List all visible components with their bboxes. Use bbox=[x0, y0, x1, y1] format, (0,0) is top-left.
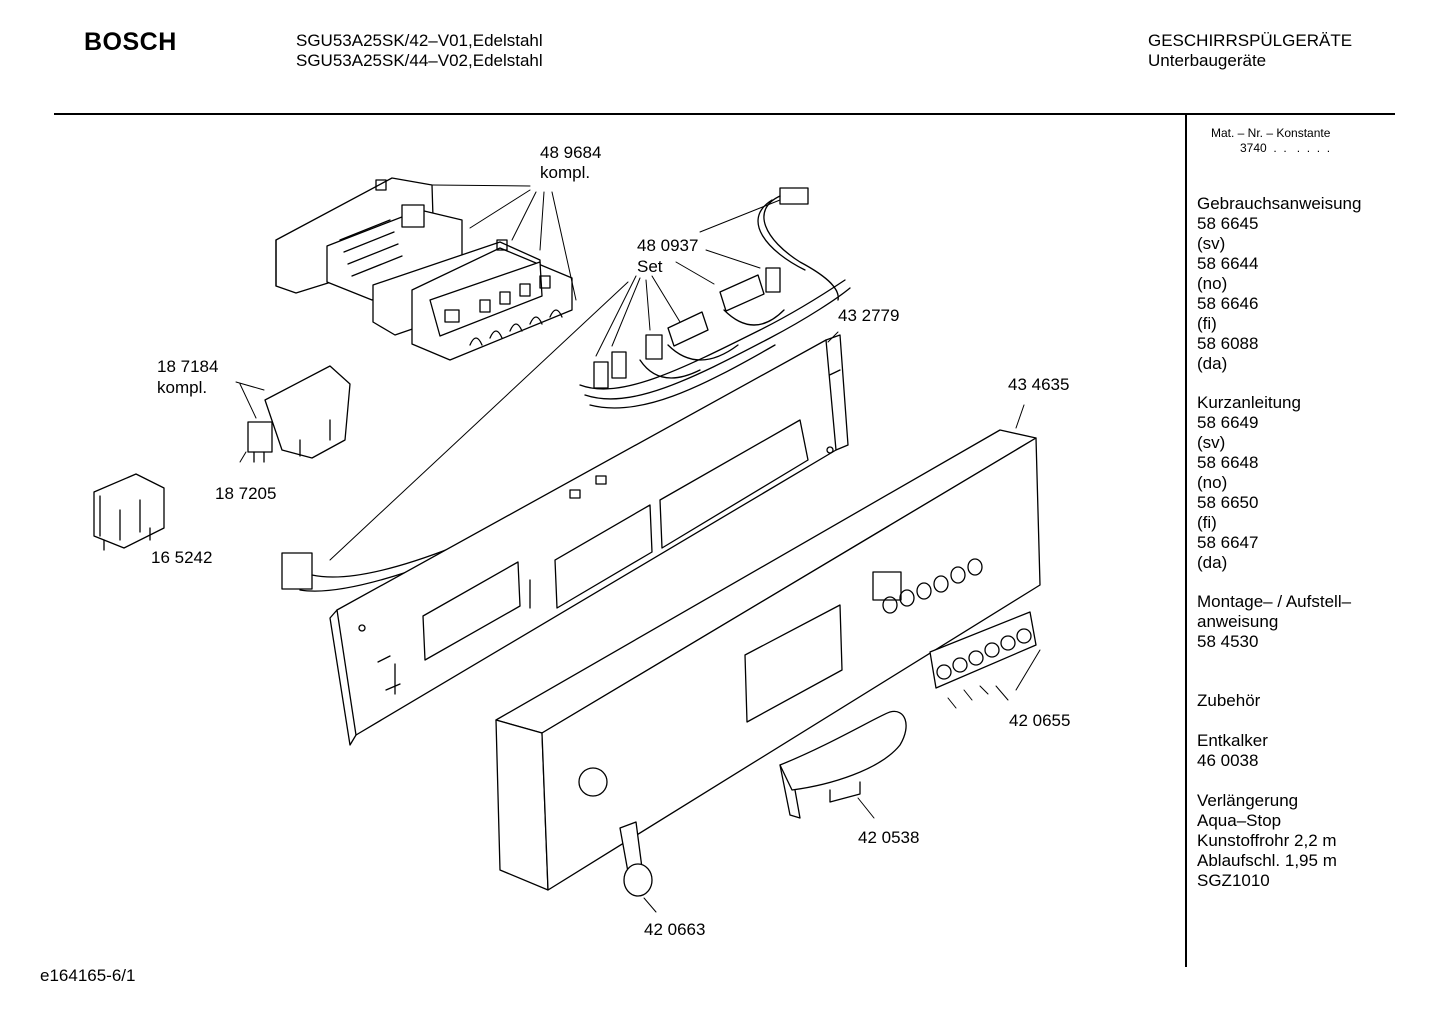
sidebar-line: 46 0038 bbox=[1197, 751, 1259, 770]
sidebar-line: Kurzanleitung bbox=[1197, 393, 1301, 412]
sidebar-line: Entkalker bbox=[1197, 731, 1268, 750]
part-number-434635: 43 4635 bbox=[1008, 375, 1070, 394]
exploded-parts-diagram bbox=[93, 177, 1041, 913]
sidebar-line: Aqua–Stop bbox=[1197, 811, 1282, 830]
sidebar-line: Zubehör bbox=[1197, 691, 1261, 710]
sidebar-line: (no) bbox=[1197, 473, 1228, 492]
part-number-420538: 42 0538 bbox=[858, 828, 920, 847]
sidebar-section-quickguide: Kurzanleitung 58 6649 (sv) 58 6648 (no) … bbox=[1197, 393, 1301, 573]
sidebar-line: Gebrauchsanweisung bbox=[1197, 194, 1362, 213]
button-strip-drawing bbox=[929, 611, 1037, 689]
part-number-187205: 18 7205 bbox=[215, 484, 277, 503]
switch-drawing bbox=[93, 473, 165, 551]
sidebar-line: anweisung bbox=[1197, 612, 1279, 631]
part-note-187184: kompl. bbox=[157, 378, 208, 397]
sidebar-line: 58 6646 bbox=[1197, 294, 1259, 313]
sidebar-line: 58 6088 bbox=[1197, 334, 1259, 353]
sidebar-section-extension: Verlängerung Aqua–Stop Kunstoffrohr 2,2 … bbox=[1197, 791, 1337, 891]
door-handle-drawing bbox=[779, 710, 907, 819]
sidebar-line: (sv) bbox=[1197, 234, 1226, 253]
sidebar-section-accessories: Zubehör bbox=[1197, 691, 1260, 711]
header-divider bbox=[54, 113, 1395, 115]
front-panel-drawing bbox=[495, 429, 1041, 891]
sidebar-line: Verlängerung bbox=[1197, 791, 1299, 810]
part-number-420663: 42 0663 bbox=[644, 920, 706, 939]
sidebar-line: Montage– / Aufstell– bbox=[1197, 592, 1352, 611]
knob-drawing bbox=[619, 821, 653, 897]
panel-frame-drawing bbox=[329, 334, 849, 746]
sidebar-line: 58 6648 bbox=[1197, 453, 1259, 472]
sidebar-section-installation: Montage– / Aufstell– anweisung 58 4530 bbox=[1197, 592, 1351, 652]
part-number-489684: 48 9684 bbox=[540, 143, 602, 162]
sidebar-line: 58 4530 bbox=[1197, 632, 1259, 651]
part-number-480937: 48 0937 bbox=[637, 236, 699, 255]
sidebar-line: Ablaufschl. 1,95 m bbox=[1197, 851, 1337, 870]
sidebar-line: 58 6650 bbox=[1197, 493, 1259, 512]
model-line-2: SGU53A25SK/44–V02,Edelstahl bbox=[296, 51, 543, 70]
part-number-187184: 18 7184 bbox=[157, 357, 219, 376]
sidebar-line: (no) bbox=[1197, 274, 1228, 293]
leader-lines bbox=[235, 184, 1041, 913]
document-code: e164165-6/1 bbox=[40, 966, 136, 985]
sidebar-line: 58 6644 bbox=[1197, 254, 1259, 273]
sidebar-line: Kunstoffrohr 2,2 m bbox=[1197, 831, 1337, 850]
sidebar-line: SGZ1010 bbox=[1197, 871, 1270, 890]
sidebar-line: 58 6647 bbox=[1197, 533, 1259, 552]
model-line-1: SGU53A25SK/42–V01,Edelstahl bbox=[296, 31, 543, 50]
sidebar-line: (da) bbox=[1197, 553, 1228, 572]
brand-logo: BOSCH bbox=[84, 28, 177, 56]
part-note-489684: kompl. bbox=[540, 163, 591, 182]
sidebar-section-descaler: Entkalker 46 0038 bbox=[1197, 731, 1268, 771]
sidebar-section-manual: Gebrauchsanweisung 58 6645 (sv) 58 6644 … bbox=[1197, 194, 1361, 374]
control-module-drawing bbox=[275, 177, 573, 361]
sidebar-line: 58 6645 bbox=[1197, 214, 1259, 233]
mat-nr-value: 3740 . . . . . . bbox=[1240, 141, 1331, 155]
category-title: GESCHIRRSPÜLGERÄTE bbox=[1148, 31, 1353, 50]
sidebar-divider bbox=[1185, 114, 1187, 967]
part-number-432779: 43 2779 bbox=[838, 306, 900, 325]
sidebar-line: 58 6649 bbox=[1197, 413, 1259, 432]
mat-nr-label: Mat. – Nr. – Konstante bbox=[1211, 126, 1331, 140]
relay-drawing bbox=[247, 365, 351, 463]
part-number-420655: 42 0655 bbox=[1009, 711, 1071, 730]
sidebar-line: (da) bbox=[1197, 354, 1228, 373]
part-note-480937: Set bbox=[637, 257, 663, 276]
sidebar-line: (fi) bbox=[1197, 513, 1217, 532]
subcategory-title: Unterbaugeräte bbox=[1148, 51, 1267, 70]
sidebar-line: (sv) bbox=[1197, 433, 1226, 452]
part-number-165242: 16 5242 bbox=[151, 548, 213, 567]
sidebar-line: (fi) bbox=[1197, 314, 1217, 333]
